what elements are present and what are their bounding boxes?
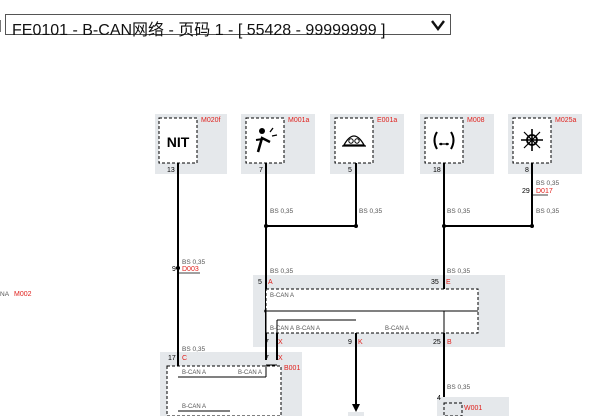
- nit-label: NIT: [167, 134, 190, 150]
- bus-label: B-CAN A: [182, 370, 206, 376]
- m002-prefix: NA: [0, 291, 10, 298]
- b001-letter-x2: X: [278, 355, 283, 362]
- page-select-value: FE0101 - B-CAN网络 - 页码 1 - [ 55428 - 9999…: [12, 22, 386, 39]
- m008-pin: 18: [433, 167, 441, 174]
- node-a-pin-k: 9: [348, 339, 352, 346]
- d017-pin: 29: [522, 188, 530, 195]
- wire-arrow-icon: [352, 404, 360, 412]
- e001a-pin: 5: [348, 167, 352, 174]
- wire-label: BS 0,35: [270, 208, 294, 215]
- b001-pin-x2: 7: [265, 355, 269, 362]
- bus-label: B-CAN A: [270, 293, 294, 299]
- w001-box: [443, 402, 463, 416]
- e001a-symbol-box: [334, 117, 374, 164]
- m020f-pin: 13: [167, 167, 175, 174]
- abs-icon: [433, 131, 455, 150]
- b001-box: [166, 365, 282, 416]
- wire-label: BS 0,35: [536, 208, 560, 215]
- module-panel-k-target: [348, 412, 364, 416]
- bus-label: B-CAN A: [182, 404, 206, 410]
- chevron-down-icon[interactable]: [430, 18, 446, 32]
- w001-pin: 4: [437, 395, 441, 402]
- m001a-id: M001a: [288, 117, 310, 124]
- node-a-letter-x1: X: [278, 339, 283, 346]
- wire-label: BS 0,35: [536, 180, 560, 187]
- bus-label: B-CAN A: [270, 326, 294, 332]
- e001a-id: E001a: [377, 117, 397, 124]
- m002-id: M002: [14, 291, 32, 298]
- node-a-letter-a: A: [268, 279, 273, 286]
- m020f-id: M020f: [201, 117, 221, 124]
- b001-pin-c: 17: [168, 355, 176, 362]
- d003-id: D003: [182, 266, 199, 273]
- m025a-id: M025a: [555, 117, 577, 124]
- node-a-letter-k: K: [358, 339, 363, 346]
- w001-id: W001: [464, 405, 482, 412]
- bus-label: B-CAN A: [238, 370, 262, 376]
- m008-symbol-box: [424, 117, 464, 164]
- left-edge-divider: [0, 20, 4, 32]
- bus-label: B-CAN A: [296, 326, 320, 332]
- wire-label: BS 0,35: [182, 346, 206, 353]
- node-a-pin-b: 25: [433, 339, 441, 346]
- wire-label: BS 0,35: [447, 208, 471, 215]
- wire-label: BS 0,35: [270, 268, 294, 275]
- airbag-icon: [255, 127, 278, 153]
- wire-label: BS 0,35: [182, 259, 206, 266]
- wire-label: BS 0,35: [447, 268, 471, 275]
- m008-id: M008: [467, 117, 485, 124]
- m001a-pin: 7: [259, 167, 263, 174]
- m025a-pin: 8: [525, 167, 529, 174]
- b001-letter-c: C: [182, 355, 187, 362]
- b001-id: B001: [284, 365, 300, 372]
- node-a-pin-e: 35: [431, 279, 439, 286]
- wire-label: BS 0,35: [447, 384, 471, 391]
- bus-label: B-CAN A: [385, 326, 409, 332]
- module-panel-w001: [437, 397, 509, 416]
- node-a-pin-x1: 7: [265, 339, 269, 346]
- node-a-letter-b: B: [447, 339, 452, 346]
- d017-id: D017: [536, 188, 553, 195]
- instrument-cluster-icon: [342, 135, 366, 147]
- climate-control-icon: [521, 129, 543, 151]
- page-select-dropdown[interactable]: FE0101 - B-CAN网络 - 页码 1 - [ 55428 - 9999…: [5, 14, 451, 39]
- node-a-pin-a: 5: [258, 279, 262, 286]
- d003-pin: 9: [172, 266, 176, 273]
- m020f-symbol-box: [158, 117, 198, 164]
- wire-label: BS 0,35: [359, 208, 383, 215]
- node-a-letter-e: E: [446, 279, 451, 286]
